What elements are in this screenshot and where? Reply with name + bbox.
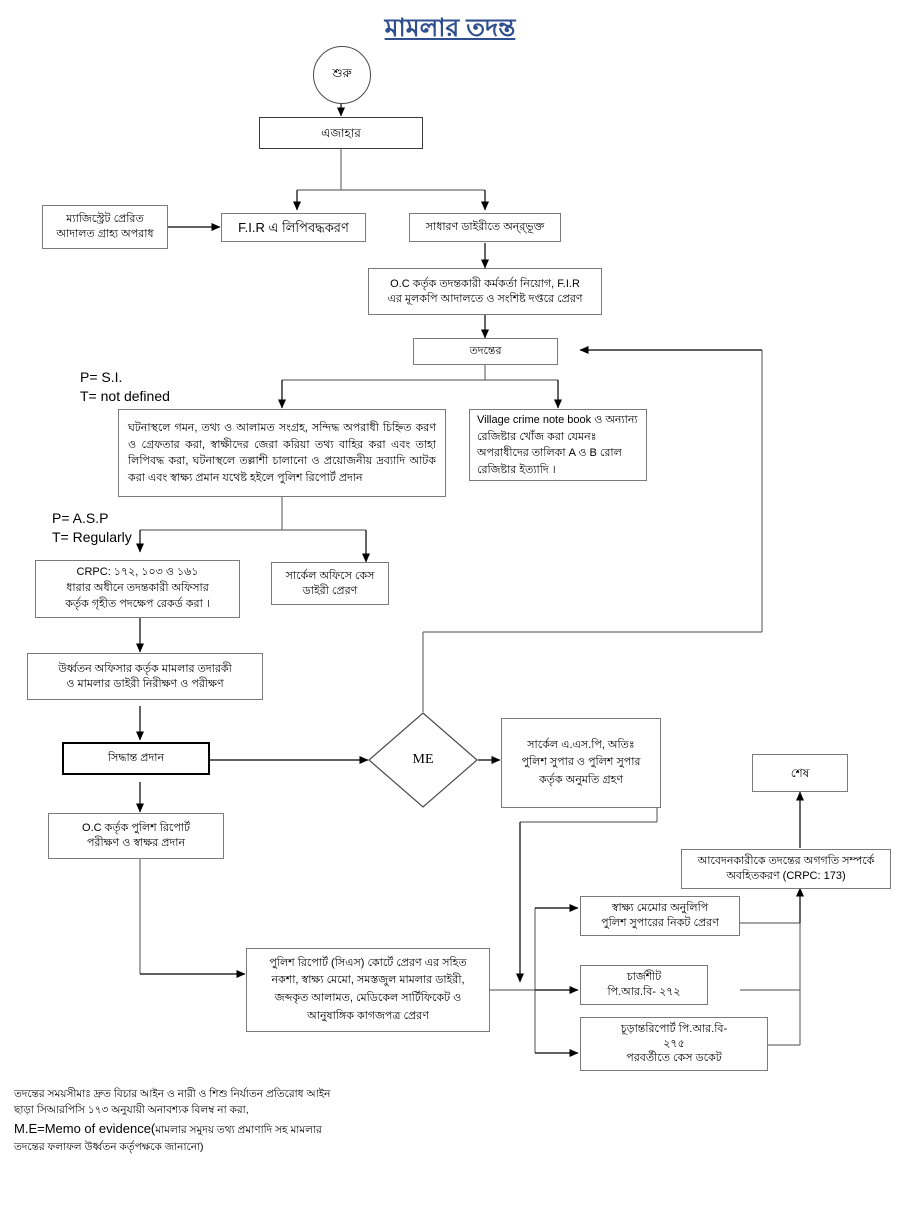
node-oc-verify-report: O.C কর্তৃক পুলিশ রিপোর্ট পরীক্ষণ ও স্বাক… [48,813,224,859]
node-me-decision: ME [368,712,478,808]
me-definition-label: M.E=Memo of evidence( [14,1120,156,1136]
node-ejahar: এজাহার [259,117,423,149]
me-definition-text: মামলার সমুদয় তথ্য প্রমাণাদি সহ মামলার [155,1123,322,1136]
node-magistrate-offense: ম্যাজিস্ট্রেট প্রেরিত আদালত গ্রাহ্য অপরা… [42,205,168,249]
node-fir-record: F.I.R এ লিপিবদ্ধকরণ [221,213,366,242]
node-police-report-cs: পুলিশ রিপোর্ট (সিএস) কোর্টে প্রেরণ এর সহ… [246,948,490,1032]
node-memo-copy-to-sp: স্বাক্ষ্য মেমোর অনুলিপি পুলিশ সুপারের নি… [580,896,740,936]
annotation-asp: P= A.S.P T= Regularly [52,510,132,545]
diamond-shape [368,712,478,808]
node-start: শুরু [313,46,371,104]
node-general-diary: সাধারণ ডাইরীতে অন্র্ভূক্ত [409,213,561,242]
footer-notes: তদন্তের সময়সীমাঃ দ্রুত বিচার আইন ও নারী… [14,1086,534,1155]
node-oc-appoint-io: O.C কর্তৃক তদন্তকারী কর্মকর্তা নিয়োগ, F… [368,268,602,315]
node-final-report: চূড়ান্তরিপোর্ট পি.আর.বি- ২৭৫ পরবর্তীতে … [580,1017,768,1071]
footer-line-1: তদন্তের সময়সীমাঃ দ্রুত বিচার আইন ও নারী… [14,1088,331,1100]
footer-line-4: তদন্তের ফলাফল উর্ধ্বতন কর্তৃপক্ষকে জানান… [14,1140,204,1153]
node-scene-actions: ঘটনাস্থলে গমন, তথ্য ও আলামত সংগ্রহ, সন্দ… [118,409,446,497]
page-title: মামলার তদন্ত [384,14,516,42]
footer-line-2: ছাড়া সিআরপিসি ১৭৩ অনুযায়ী অনাবশ্যক বিল… [14,1104,249,1117]
node-inform-applicant: আবেদনকারীকে তদন্তের অগগতি সম্পর্কে অবহিত… [681,849,891,889]
node-chargesheet: চার্জশীট পি.আর.বি- ২৭২ [580,965,708,1005]
annotation-si: P= S.I. T= not defined [80,369,170,404]
node-supervision: উর্ধ্বতন অফিসার কর্তৃক মামলার তদারকী ও ম… [27,653,263,700]
node-village-crime-note-book: Village crime note book ও অন্যান্য রেজিষ… [469,409,647,481]
footer-line-3: M.E=Memo of evidence(মামলার সমুদয় তথ্য … [14,1119,534,1139]
me-label: ME [412,752,434,767]
node-decision: সিদ্ধান্ত প্রদান [62,742,210,775]
node-investigation-start: তদন্তের [413,338,558,365]
node-permission-from-asp-sp: সার্কেল এ.এস.পি, অতিঃ পুলিশ সুপার ও পুলি… [501,718,661,808]
node-crpc-record: CRPC: ১৭২, ১০৩ ও ১৬১ ধারার অধীনে তদন্তকা… [35,560,240,618]
node-end: শেষ [752,754,848,792]
node-circle-office-case-diary: সার্কেল অফিসে কেস ডাইরী প্রেরণ [271,562,389,605]
